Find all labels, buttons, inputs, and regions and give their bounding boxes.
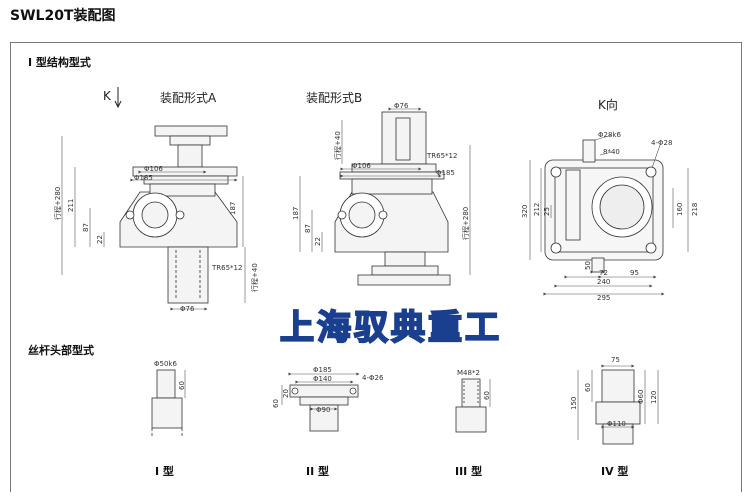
t2-dim-20: 20 (282, 389, 290, 398)
k-dim-160: 160 (676, 203, 684, 216)
type-1-label: I 型 (155, 465, 174, 478)
view-k-dimensions (529, 134, 689, 296)
k-direction-label: K (103, 89, 111, 103)
type-4-drawing (595, 369, 641, 445)
k-dim-218: 218 (691, 203, 699, 216)
section-title-screw-head: 丝杆头部型式 (28, 344, 94, 357)
view-a-dimensions (61, 136, 246, 311)
type-1-drawing (151, 369, 183, 436)
a-dim-22: 22 (96, 235, 104, 244)
b-dim-phi185: Φ185 (436, 169, 455, 177)
b-dim-187: 187 (292, 207, 300, 220)
t1-dim-phi: Φ50k6 (154, 360, 177, 368)
k-dim-240: 240 (597, 278, 610, 286)
view-b-drawing (334, 111, 451, 286)
drawing-frame (10, 42, 742, 492)
t1-dim-60: 60 (178, 381, 186, 390)
a-dim-phi106: Φ106 (144, 165, 163, 173)
a-dim-stroke40: 行程+40 (250, 263, 259, 292)
a-dim-phi185: Φ185 (134, 174, 153, 182)
b-dim-87: 87 (304, 224, 312, 233)
view-k-drawing (544, 139, 664, 273)
b-dim-stroke280: 行程+280 (461, 207, 470, 240)
a-dim-87: 87 (82, 223, 90, 232)
t4-dim-60: 60 (584, 383, 592, 392)
t4-dim-120: 120 (650, 391, 658, 404)
watermark-text: 上海驭典重工 (279, 307, 502, 349)
type-3-label: III 型 (455, 465, 483, 478)
type-4-dimensions (577, 364, 659, 440)
view-a-drawing (119, 125, 238, 304)
t2-dim-60: 60 (272, 399, 280, 408)
b-dim-phi106: Φ106 (352, 162, 371, 170)
b-dim-stroke40: 行程+40 (333, 131, 342, 160)
b-dim-phi76: Φ76 (394, 102, 409, 110)
section-title-structure: I 型结构型式 (28, 56, 91, 69)
a-dim-phi76: Φ76 (180, 305, 195, 313)
k-dim-50: 50 (584, 261, 592, 270)
b-dim-22: 22 (314, 237, 322, 246)
k-dim-8x40: 8*40 (603, 148, 620, 156)
view-k-title: K向 (598, 98, 618, 112)
a-dim-tr: TR65*12 (211, 264, 242, 272)
a-dim-187: 187 (229, 202, 237, 215)
view-b-dimensions (299, 107, 471, 275)
view-a-title: 装配形式A (160, 91, 217, 105)
t2-dim-4phi26: 4-Φ26 (362, 374, 384, 382)
page-title: SWL20T装配图 (10, 8, 116, 24)
k-dim-72: 72 (599, 269, 608, 277)
k-dim-phi28k6: Φ28k6 (598, 131, 621, 139)
t3-dim-60: 60 (483, 391, 491, 400)
k-dim-320: 320 (521, 205, 529, 218)
t2-dim-185: Φ185 (313, 366, 332, 374)
type-2-label: II 型 (306, 465, 330, 478)
t4-dim-150: 150 (570, 397, 578, 410)
type-2-dimensions (281, 372, 360, 411)
a-dim-stroke280: 行程+280 (53, 187, 62, 220)
t2-dim-140: Φ140 (313, 375, 332, 383)
k-dim-25: 25 (543, 207, 551, 216)
t4-dim-phi60: Φ60 (637, 390, 645, 404)
k-dim-295: 295 (597, 294, 610, 302)
k-dim-212: 212 (533, 203, 541, 216)
k-dim-4phi28: 4-Φ28 (651, 139, 672, 147)
t4-dim-75: 75 (611, 356, 620, 364)
t3-dim-m: M48*2 (457, 369, 480, 377)
type-4-label: IV 型 (601, 465, 629, 478)
t2-dim-90: Φ90 (316, 406, 330, 414)
a-dim-211: 211 (67, 199, 75, 212)
k-dim-95: 95 (630, 269, 639, 277)
k-arrow-icon (114, 87, 122, 109)
view-b-title: 装配形式B (306, 91, 363, 105)
t4-dim-phi110: Φ110 (607, 420, 626, 428)
b-dim-tr: TR65*12 (426, 152, 457, 160)
type-3-drawing (455, 378, 487, 433)
